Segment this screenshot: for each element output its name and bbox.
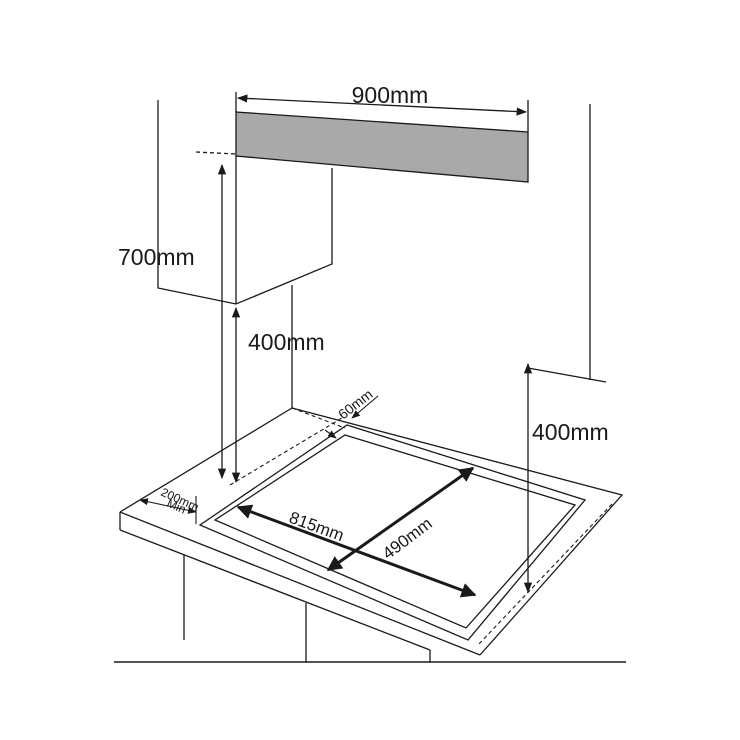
width-dimension-line: [235, 92, 529, 132]
label-400mm-left: 400mm: [248, 329, 325, 355]
gap-60-dimension: [229, 395, 379, 486]
side-200-dimension: [139, 496, 197, 524]
left-wall-cabinet: [157, 100, 333, 305]
hob-cutout: [198, 424, 587, 641]
label-900mm: 900mm: [352, 82, 429, 108]
countertop: [114, 407, 626, 663]
cutout-490-arrow: [326, 466, 475, 572]
label-490mm: 490mm: [379, 514, 436, 563]
countertop-dashed-edge: [477, 503, 613, 646]
label-60mm: 60mm: [335, 386, 376, 423]
label-400mm-right: 400mm: [532, 419, 609, 445]
height-700-dimension: [195, 151, 237, 480]
label-700mm: 700mm: [118, 244, 195, 270]
right-wall-cabinet: [527, 104, 607, 383]
label-815mm: 815mm: [287, 508, 347, 545]
cooker-hood: [235, 111, 529, 183]
